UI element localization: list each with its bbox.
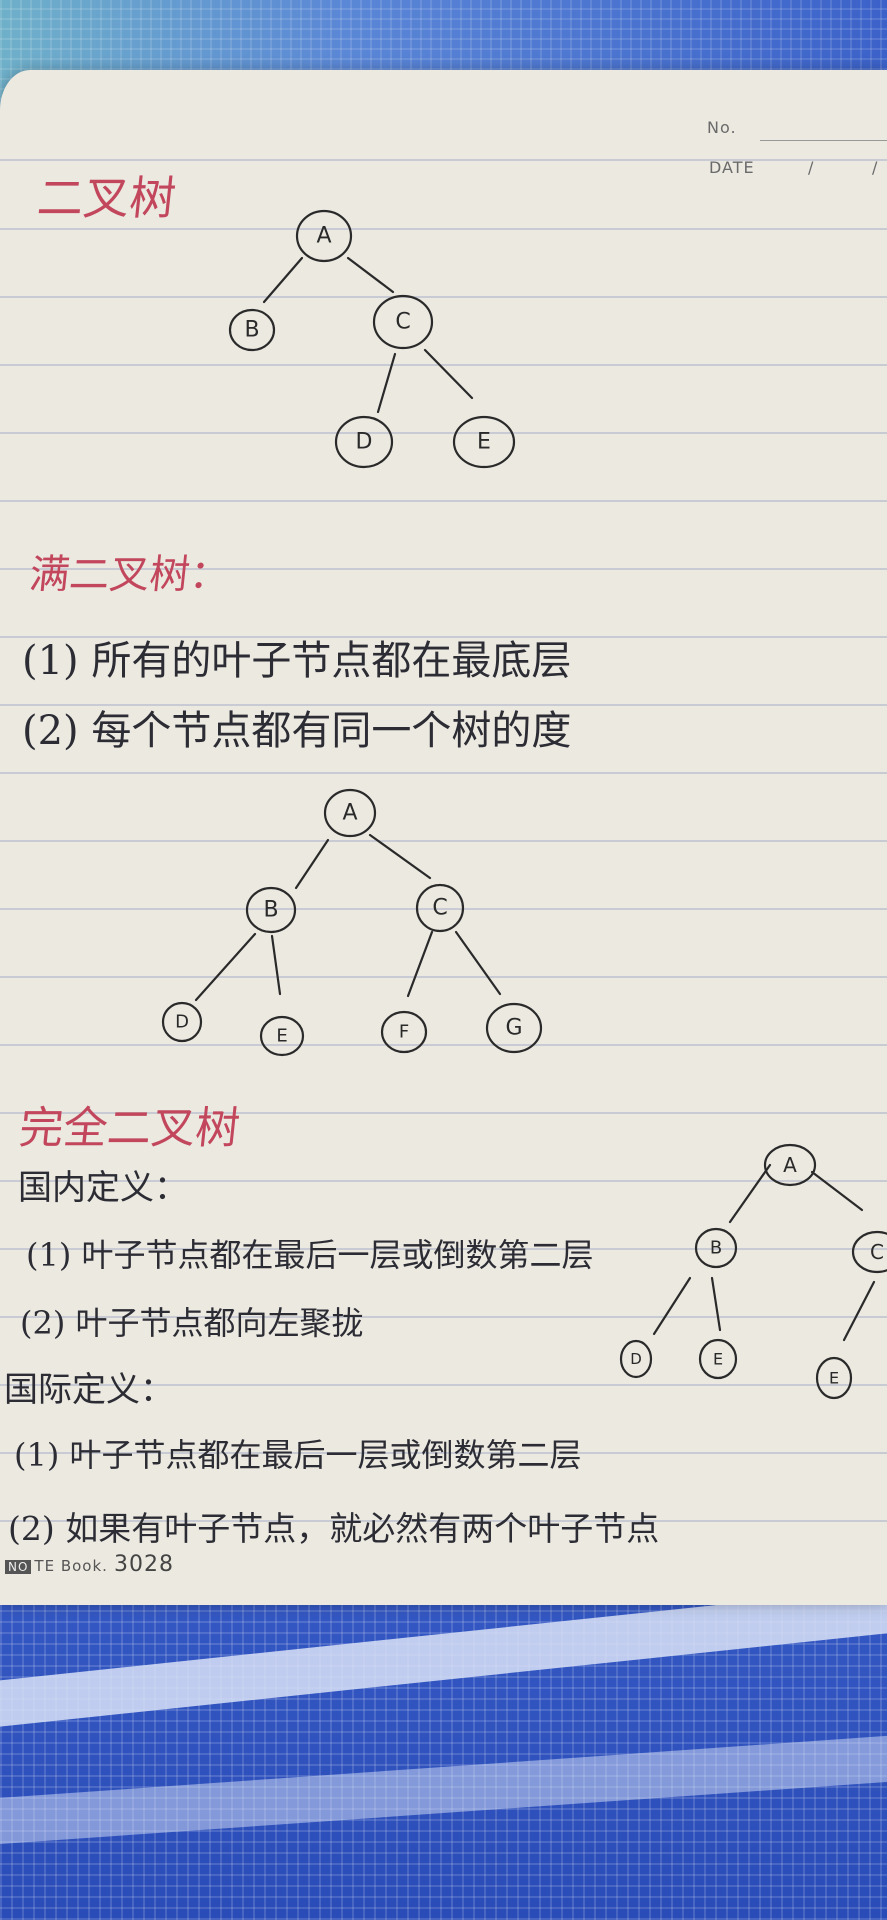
binary-tree-diagram [228,209,516,469]
node-E [698,1338,738,1380]
tree2-label-F: F [399,1022,409,1043]
node-E [259,1015,305,1057]
node-G [485,1002,543,1054]
notebook-page: No. DATE / / 二叉树 满二叉树： (1) 所有的叶子节点都在最底层 … [0,70,887,1605]
node-E2 [815,1356,853,1400]
brand-number: 3028 [113,1552,174,1577]
full-binary-tree-diagram [161,788,543,1057]
node-A [323,788,377,838]
node-C [415,883,465,933]
domestic-rule-1: (1) 叶子节点都在最后一层或倒数第二层 [26,1236,594,1274]
tree3-label-A: A [783,1153,797,1177]
full-tree-rule-2: (2) 每个节点都有同一个树的度 [22,708,572,754]
tree1-label-D: D [356,430,373,455]
tree3-label-D: D [630,1350,642,1368]
tree2-label-A: A [342,801,357,826]
domestic-rule-2: (2) 叶子节点都向左聚拢 [20,1304,364,1342]
tree2-label-G: G [505,1016,522,1041]
node-A [295,209,353,263]
node-F [380,1010,428,1054]
node-B [694,1227,738,1269]
tree2-label-E: E [276,1026,287,1047]
full-tree-rule-1: (1) 所有的叶子节点都在最底层 [22,638,572,684]
international-definition-label: 国际定义： [4,1370,174,1410]
tree-diagrams: A B C D E A B C D E F G A B C D E E [161,209,887,1400]
tree3-label-E2: E [829,1369,839,1388]
tree3-label-E: E [713,1350,723,1369]
date-label: DATE [709,158,755,177]
tree1-label-C: C [395,310,410,335]
tree1-label-E: E [477,430,491,455]
node-C [851,1230,887,1274]
node-B [228,308,276,352]
tree1-label-B: B [244,318,259,343]
node-D [334,415,394,469]
node-E [452,415,516,469]
tree3-label-C: C [870,1240,884,1264]
date-slash-1: / [808,158,815,177]
tablecloth-bottom [0,1560,887,1920]
tree2-label-C: C [432,896,447,921]
brand-name: TE Book [34,1557,103,1575]
node-D [619,1339,653,1379]
brand-logo-box: NO [5,1560,32,1574]
international-rule-1: (1) 叶子节点都在最后一层或倒数第二层 [14,1436,582,1474]
complete-binary-tree-diagram [619,1143,887,1400]
date-slash-2: / [872,158,879,177]
no-underline [760,140,887,141]
node-C [372,294,434,350]
no-label: No. [707,118,737,137]
node-A [763,1143,817,1187]
international-rule-2: (2) 如果有叶子节点，就必然有两个叶子节点 [8,1509,660,1548]
node-D [161,1001,203,1043]
tree2-label-D: D [175,1012,189,1033]
domestic-definition-label: 国内定义： [18,1168,188,1208]
tree1-label-A: A [316,224,331,249]
tree2-label-B: B [263,898,278,923]
node-B [245,886,297,934]
tree3-label-B: B [710,1238,722,1259]
